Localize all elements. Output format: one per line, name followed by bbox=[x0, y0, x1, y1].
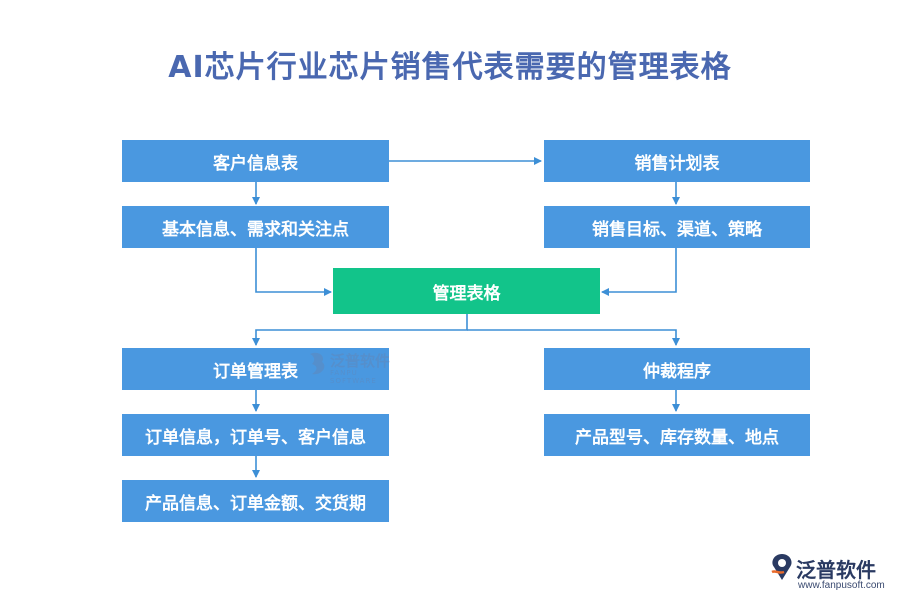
node-sales-details: 销售目标、渠道、策略 bbox=[544, 206, 810, 248]
node-arbitration-details: 产品型号、库存数量、地点 bbox=[544, 414, 810, 456]
diagram-title: AI芯片行业芯片销售代表需要的管理表格 bbox=[168, 50, 732, 85]
arrow-sales-details-to-management bbox=[601, 248, 677, 296]
node-order-product: 产品信息、订单金额、交货期 bbox=[122, 480, 389, 522]
node-arbitration: 仲裁程序 bbox=[544, 348, 810, 390]
line-management-to-arbitration bbox=[467, 329, 680, 346]
node-management: 管理表格 bbox=[333, 268, 600, 314]
logo-name: 泛普软件 bbox=[796, 558, 876, 582]
line-management-split bbox=[252, 314, 468, 346]
node-order-table: 订单管理表 bbox=[122, 348, 389, 390]
node-order-info: 订单信息，订单号、客户信息 bbox=[122, 414, 389, 456]
fanpu-logo: 泛普软件 www.fanpusoft.com bbox=[768, 552, 898, 596]
arrow-customer-details-to-management bbox=[255, 248, 332, 296]
node-customer-table: 客户信息表 bbox=[122, 140, 389, 182]
logo-url: www.fanpusoft.com bbox=[798, 580, 885, 591]
fanpu-logo-icon bbox=[771, 554, 792, 580]
node-sales-plan: 销售计划表 bbox=[544, 140, 810, 182]
node-customer-details: 基本信息、需求和关注点 bbox=[122, 206, 389, 248]
